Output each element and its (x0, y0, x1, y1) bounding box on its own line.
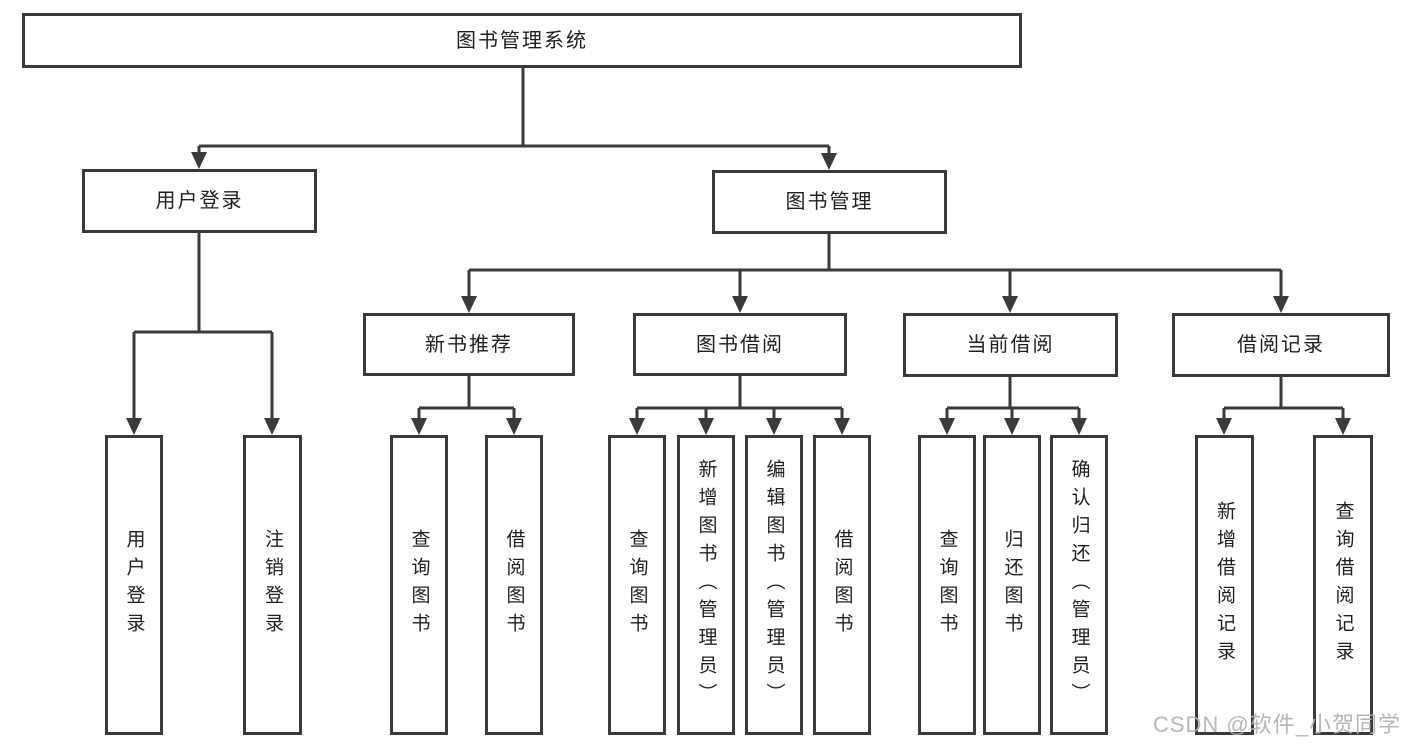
watermark: CSDN @软件_小贺同学 (1152, 712, 1401, 737)
leaf-borrow-books-recommend-label: 借阅图书 (503, 529, 525, 641)
node-root-label: 图书管理系统 (456, 29, 588, 52)
arrow-down-icon (1002, 296, 1018, 313)
leaf-borrow-books-recommend: 借阅图书 (485, 435, 543, 735)
arrow-down-icon (1273, 296, 1289, 313)
node-new-book-recommend: 新书推荐 (363, 313, 575, 376)
leaf-return-books: 归还图书 (983, 435, 1041, 735)
arrow-down-icon (1071, 418, 1087, 435)
arrow-down-icon (461, 296, 477, 313)
arrow-down-icon (1004, 418, 1020, 435)
arrow-down-icon (766, 418, 782, 435)
arrow-down-icon (834, 418, 850, 435)
node-user-login-label: 用户登录 (155, 190, 244, 212)
leaf-borrow-books-borrow: 借阅图书 (813, 435, 871, 735)
leaf-user-login: 用户登录 (105, 435, 163, 735)
arrow-down-icon (629, 418, 645, 435)
node-book-borrow-label: 图书借阅 (696, 333, 784, 356)
leaf-query-books-recommend-label: 查询图书 (408, 529, 430, 641)
node-new-book-recommend-label: 新书推荐 (425, 333, 513, 356)
leaf-add-book-admin-label: 新增图书（管理员） (695, 459, 717, 711)
arrow-down-icon (821, 153, 837, 170)
node-borrow-records: 借阅记录 (1172, 313, 1390, 377)
arrow-down-icon (126, 418, 142, 435)
leaf-query-books-recommend: 查询图书 (390, 435, 448, 735)
leaf-query-books-borrow-label: 查询图书 (626, 529, 648, 641)
node-user-login: 用户登录 (82, 169, 317, 233)
arrow-down-icon (506, 418, 522, 435)
leaf-edit-book-admin: 编辑图书（管理员） (745, 435, 803, 735)
leaf-return-books-label: 归还图书 (1001, 529, 1023, 641)
leaf-confirm-return-admin: 确认归还（管理员） (1050, 435, 1108, 735)
leaf-query-borrow-record: 查询借阅记录 (1313, 435, 1373, 735)
leaf-user-login-label: 用户登录 (123, 529, 145, 641)
node-borrow-records-label: 借阅记录 (1237, 334, 1325, 356)
node-book-management: 图书管理 (712, 170, 947, 234)
leaf-query-borrow-record-label: 查询借阅记录 (1332, 501, 1354, 669)
leaf-borrow-books-borrow-label: 借阅图书 (831, 529, 853, 641)
arrow-down-icon (411, 418, 427, 435)
arrow-down-icon (732, 296, 748, 313)
node-book-management-label: 图书管理 (785, 191, 874, 213)
leaf-add-borrow-record-label: 新增借阅记录 (1214, 501, 1235, 669)
arrow-down-icon (939, 418, 955, 435)
node-book-borrow: 图书借阅 (633, 313, 847, 376)
arrowheads (126, 152, 1351, 435)
node-current-borrow: 当前借阅 (903, 313, 1118, 377)
leaf-logout-label: 注销登录 (262, 529, 283, 641)
leaf-query-books-borrow: 查询图书 (608, 435, 666, 735)
arrow-down-icon (698, 418, 714, 435)
node-root: 图书管理系统 (22, 13, 1022, 68)
leaf-query-books-current: 查询图书 (918, 435, 976, 735)
leaf-logout: 注销登录 (243, 435, 302, 735)
arrow-down-icon (264, 418, 280, 435)
leaf-query-books-current-label: 查询图书 (936, 529, 958, 641)
arrow-down-icon (1216, 418, 1232, 435)
leaf-edit-book-admin-label: 编辑图书（管理员） (763, 459, 785, 711)
arrow-down-icon (1335, 418, 1351, 435)
leaf-add-borrow-record: 新增借阅记录 (1195, 435, 1254, 735)
leaf-confirm-return-admin-label: 确认归还（管理员） (1068, 459, 1090, 711)
arrow-down-icon (191, 152, 207, 169)
node-current-borrow-label: 当前借阅 (966, 334, 1055, 356)
leaf-add-book-admin: 新增图书（管理员） (677, 435, 735, 735)
